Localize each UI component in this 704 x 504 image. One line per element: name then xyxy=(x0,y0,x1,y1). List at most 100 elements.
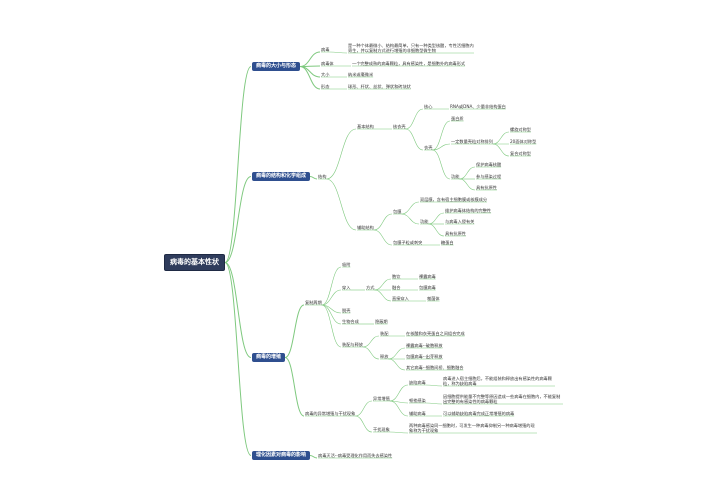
node-ef3[interactable]: 具有抗原性 xyxy=(445,231,466,236)
node-m1d[interactable]: 裸露病毒 xyxy=(419,274,436,279)
node-assem[interactable]: 装配 xyxy=(380,331,389,336)
node-uncoat[interactable]: 脱壳 xyxy=(342,308,351,313)
link-branch-physchem-node-physchem-desc xyxy=(309,455,318,459)
node-particle-desc[interactable]: 一个完整成熟的病毒颗粒，具有感染性，是细胞外的病毒形式 xyxy=(352,61,466,66)
node-adsorb[interactable]: 吸附 xyxy=(342,262,351,267)
node-virion[interactable]: 病毒 xyxy=(321,47,330,52)
node-abn-prolif[interactable]: 异常增殖 xyxy=(373,396,390,401)
branch-physchem[interactable]: 理化因素对病毒的影响 xyxy=(252,451,311,460)
node-assem-desc[interactable]: 在核酸和衣壳蛋白之间组合完成 xyxy=(406,331,465,336)
link-node-symmetry-node-sym1 xyxy=(492,131,510,145)
node-abortive[interactable]: 顿挫感染 xyxy=(409,398,426,403)
link-node-virion-node-virion-desc xyxy=(329,51,348,54)
link-node-function-node-func3 xyxy=(459,178,476,191)
node-capsid[interactable]: 衣壳 xyxy=(424,145,433,150)
node-env-desc[interactable]: 双层膜，含有宿主细胞膜或核膜成分 xyxy=(420,197,488,202)
link-node-defective-node-defective-desc xyxy=(425,384,443,387)
node-abortive-desc[interactable]: 因细胞提供能量不完整等原因造成一些病毒在细胞内，不能复制出完整的有感染性的病毒颗… xyxy=(443,394,561,404)
link-branch-size-node-dim xyxy=(299,66,321,78)
node-physchem-desc[interactable]: 病毒灭活--病毒受理化作用而失去感染性 xyxy=(318,453,393,458)
node-env-func[interactable]: 功能 xyxy=(420,219,429,224)
node-helper-desc[interactable]: 可以辅助缺陷病毒完成正常增殖的病毒 xyxy=(443,411,515,416)
node-struct[interactable]: 结构 xyxy=(318,174,327,179)
link-node-nucleocapsid-node-core xyxy=(405,108,424,130)
root-node[interactable]: 病毒的基本性状 xyxy=(164,254,225,271)
link-branch-proliferation-node-replication xyxy=(284,304,305,358)
node-func2[interactable]: 参与感染过程 xyxy=(476,174,502,179)
node-interference-desc[interactable]: 两种病毒感染同一细胞时，可发生一种病毒抑制另一种病毒增殖的现象称为干扰现象 xyxy=(409,423,535,433)
link-root-node-branch-proliferation xyxy=(224,262,252,358)
node-m2d[interactable]: 包膜病毒 xyxy=(419,285,436,290)
node-symmetry[interactable]: 一定数量壳粒对称排列 xyxy=(451,139,493,144)
link-node-function-node-func1 xyxy=(459,166,476,180)
link-node-struct-node-aux xyxy=(326,178,357,231)
node-core[interactable]: 核心 xyxy=(424,104,433,109)
node-dim[interactable]: 大小 xyxy=(321,72,330,77)
link-node-envelope-node-env-desc xyxy=(401,201,420,215)
node-sym1[interactable]: 螺旋对称型 xyxy=(510,127,531,132)
node-defective-desc[interactable]: 病毒进入宿主细胞后，不能组装和释放出有感染性的病毒颗粒，称为缺陷病毒 xyxy=(443,376,552,386)
node-interference[interactable]: 干扰现象 xyxy=(373,427,390,432)
node-func1[interactable]: 保护病毒核酸 xyxy=(476,162,502,167)
node-replication[interactable]: 复制周期 xyxy=(305,300,322,305)
branch-size[interactable]: 病毒的大小与形态 xyxy=(252,62,301,71)
link-node-method-node-m3 xyxy=(374,289,392,302)
node-sym3[interactable]: 复合对称型 xyxy=(510,151,531,156)
link-branch-size-node-virion xyxy=(299,51,321,67)
node-m3d[interactable]: 噬菌体 xyxy=(427,296,440,301)
link-branch-structure-node-struct xyxy=(309,176,318,180)
link-root-node-branch-physchem xyxy=(224,262,252,456)
link-node-abnormal-node-abn-prolif xyxy=(355,400,373,417)
link-node-assembly-node-release xyxy=(362,346,380,360)
link-node-aux-node-other xyxy=(373,229,393,246)
node-dim-desc[interactable]: 纳米或毫微米 xyxy=(348,72,374,77)
node-envelope[interactable]: 包膜 xyxy=(393,209,402,214)
node-assembly[interactable]: 装配与释放 xyxy=(342,342,363,347)
node-function[interactable]: 功能 xyxy=(451,174,460,179)
node-shape[interactable]: 形态 xyxy=(321,84,330,89)
node-other-desc[interactable]: 糖蛋白 xyxy=(441,240,454,245)
branch-structure[interactable]: 病毒的结构和化学组成 xyxy=(252,172,311,181)
node-ef2[interactable]: 与病毒入侵有关 xyxy=(445,219,475,224)
node-method[interactable]: 方式 xyxy=(366,285,375,290)
node-release[interactable]: 释放 xyxy=(380,354,389,359)
node-shape-desc[interactable]: 球形、杆状、丝状、弹状和砖块状 xyxy=(348,84,411,89)
link-branch-size-node-shape xyxy=(299,66,321,90)
link-root-node-branch-structure xyxy=(224,176,252,263)
node-abnormal[interactable]: 病毒的异常增殖与干扰现象 xyxy=(305,411,356,416)
node-core-desc[interactable]: RNA或DNA、少量非结构蛋白 xyxy=(450,104,506,109)
link-branch-proliferation-node-abnormal xyxy=(284,357,305,417)
link-node-aux-node-envelope xyxy=(373,213,393,231)
link-node-replication-node-biosyn xyxy=(321,304,342,325)
branch-proliferation[interactable]: 病毒的增殖 xyxy=(252,353,286,362)
node-virion-desc[interactable]: 是一种个体最微小、结构最简单，只有一种类型核酸，专性活细胞内寄生，并以复制方式进… xyxy=(348,43,474,53)
link-node-env-func-node-ef3 xyxy=(428,223,445,237)
link-branch-size-node-particle xyxy=(300,65,321,67)
node-m3[interactable]: 直接穿入 xyxy=(392,296,409,301)
link-node-interference-node-interference-desc xyxy=(389,431,409,434)
node-r3[interactable]: 其它病毒--细胞间桥、细胞融合 xyxy=(406,365,464,370)
node-other[interactable]: 包膜子粒或刺突 xyxy=(393,240,423,245)
node-sym2[interactable]: 20面体对称型 xyxy=(510,139,537,144)
node-helper[interactable]: 辅助病毒 xyxy=(409,411,426,416)
node-biosyn[interactable]: 生物合成 xyxy=(342,319,359,324)
node-ef1[interactable]: 维护病毒体结构的完整性 xyxy=(445,208,492,213)
node-capsomere[interactable]: 蛋白质 xyxy=(451,116,464,121)
node-m2[interactable]: 融合 xyxy=(392,285,401,290)
node-particle[interactable]: 病毒体 xyxy=(321,61,334,66)
node-basic[interactable]: 基本结构 xyxy=(357,124,374,129)
node-penetrate[interactable]: 穿入 xyxy=(342,285,351,290)
node-r2[interactable]: 包膜病毒--出芽释放 xyxy=(406,354,443,359)
link-node-assembly-node-assem xyxy=(362,335,380,348)
link-node-capsid-node-capsomere xyxy=(432,120,451,151)
node-nucleocapsid[interactable]: 核衣壳 xyxy=(393,124,406,129)
node-defective[interactable]: 缺陷病毒 xyxy=(409,380,426,385)
node-biosyn-desc[interactable]: 隐蔽期 xyxy=(375,319,388,324)
link-node-release-node-r3 xyxy=(388,358,406,371)
link-node-abortive-node-abortive-desc xyxy=(425,402,443,405)
link-node-symmetry-node-sym3 xyxy=(492,143,510,157)
node-aux[interactable]: 辅助结构 xyxy=(357,225,374,230)
node-m1[interactable]: 胞饮 xyxy=(392,274,401,279)
node-func3[interactable]: 具有抗原性 xyxy=(476,185,497,190)
node-r1[interactable]: 裸露病毒--破胞释放 xyxy=(406,343,443,348)
